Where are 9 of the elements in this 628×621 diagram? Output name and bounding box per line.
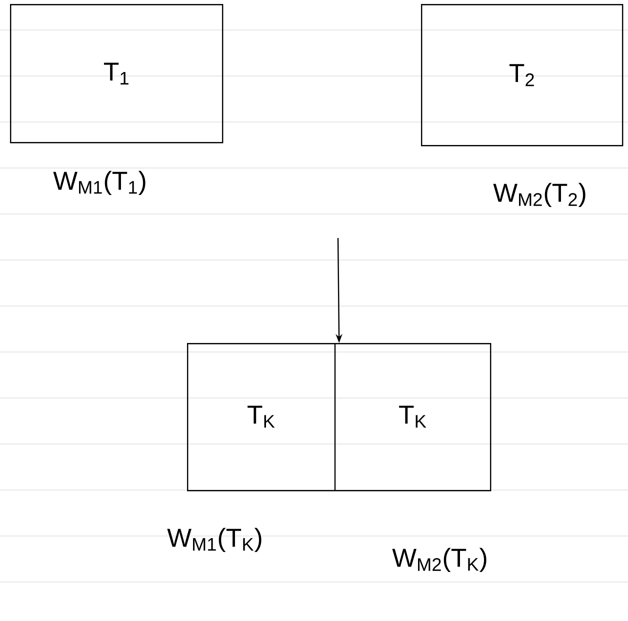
table-box (187, 343, 492, 492)
process-box: T$_{1}$ (10, 4, 224, 144)
table-cell: T$_{K}$ (334, 343, 426, 490)
node-caption: W$_{M1}$(T$_{K}$) (167, 528, 262, 552)
node-caption: W$_{M2}$(T$_{2}$) (493, 182, 586, 208)
process-box: T$_{2}$ (421, 4, 624, 146)
node-caption: W$_{M1}$(T$_{1}$) (53, 170, 146, 196)
table-cell: T$_{K}$ (248, 406, 275, 428)
node-caption: W$_{M2}$(T$_{K}$) (392, 548, 486, 572)
